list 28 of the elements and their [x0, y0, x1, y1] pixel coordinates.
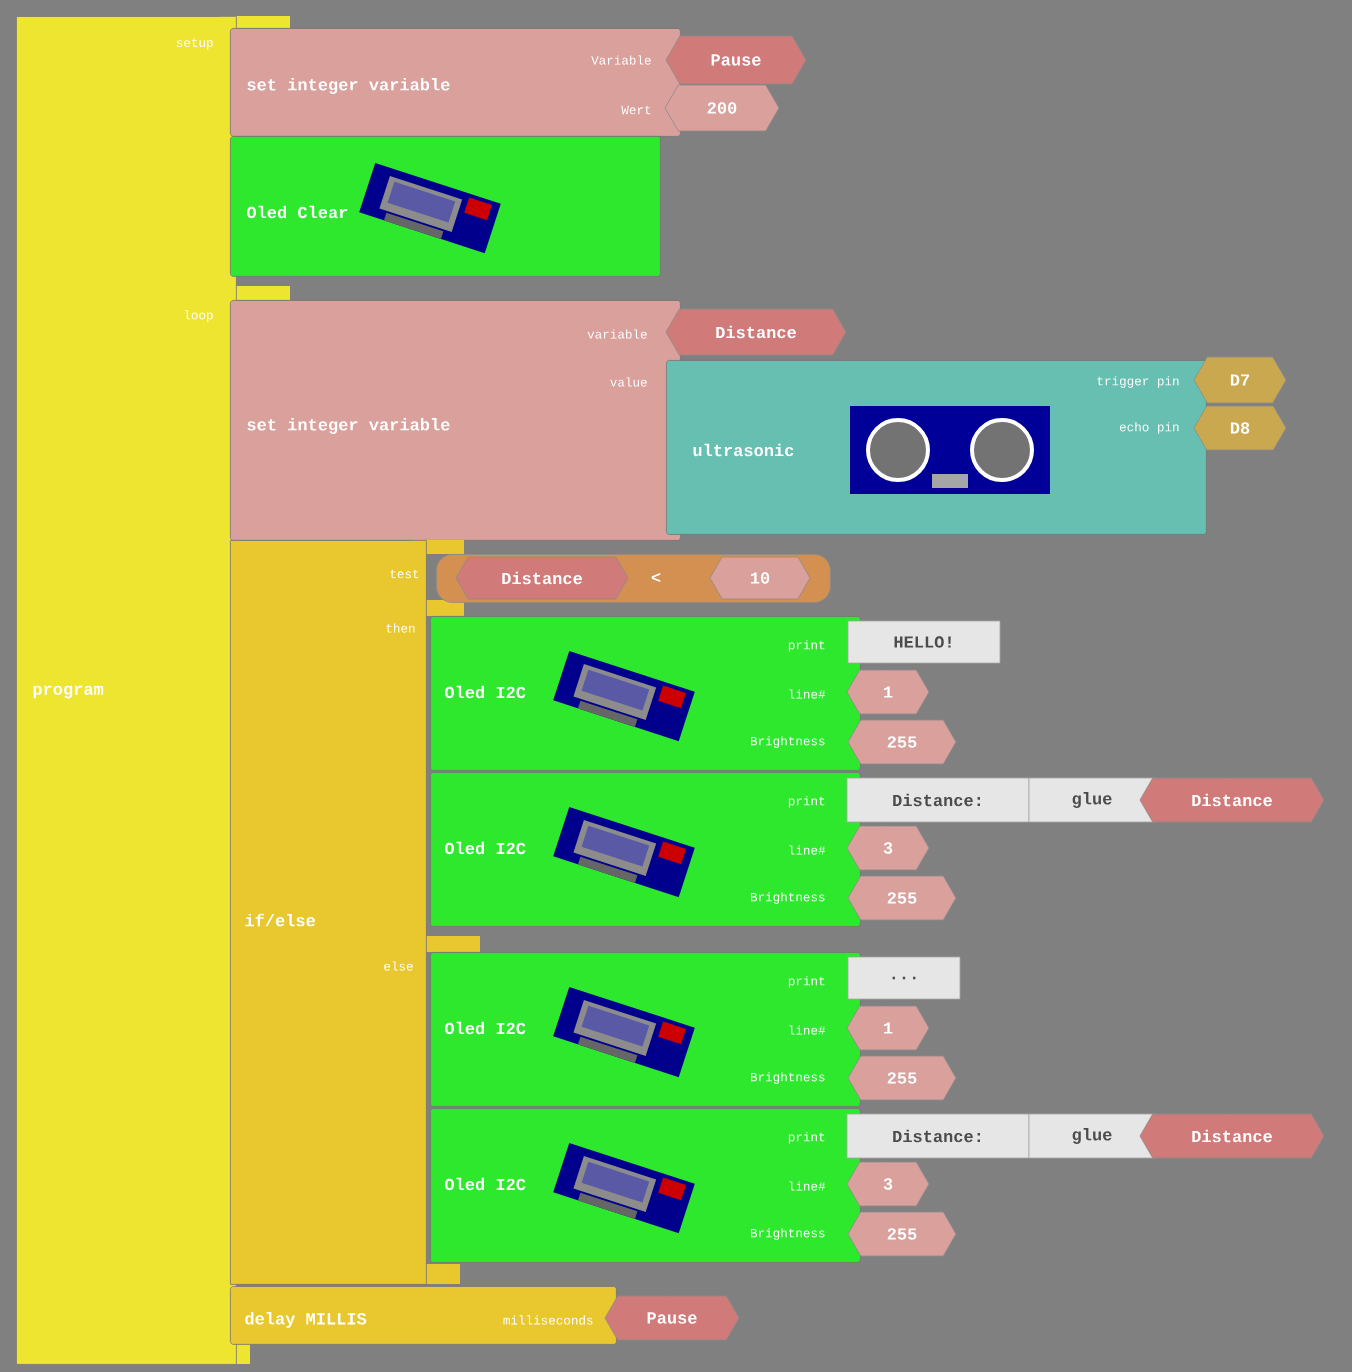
- value-block: Distance: [1139, 1113, 1325, 1159]
- block-label: set integer variable: [247, 78, 450, 94]
- value-block: 3: [846, 1161, 930, 1207]
- text-block: Distance:: [846, 1113, 1030, 1159]
- block-label: Oled I2C: [445, 685, 526, 699]
- block-label: delay MILLIS: [245, 1312, 367, 1328]
- value-block: D8: [1193, 405, 1287, 451]
- value-block: 1: [846, 1005, 930, 1051]
- value-block: 3: [846, 825, 930, 871]
- value-block: D7: [1193, 356, 1287, 404]
- value-block: Pause: [604, 1295, 740, 1341]
- block-label: Oled I2C: [445, 1021, 526, 1035]
- text-block: glue: [1028, 1113, 1156, 1159]
- block-label: ultrasonic: [693, 443, 794, 457]
- operator-label: <: [651, 572, 661, 583]
- value-block: Distance: [665, 308, 847, 356]
- text-block: Distance:: [846, 777, 1030, 823]
- text-block: ...: [847, 956, 961, 1000]
- value-block: Pause: [665, 35, 807, 85]
- value-block: Distance: [1139, 777, 1325, 823]
- block-label: set integer variable: [247, 418, 450, 434]
- text-block: glue: [1028, 777, 1156, 823]
- text-block: HELLO!: [847, 620, 1001, 664]
- block-label: Oled I2C: [445, 841, 526, 855]
- value-block: Distance: [455, 556, 629, 600]
- block-label: Oled I2C: [445, 1177, 526, 1191]
- value-block: 1: [846, 669, 930, 715]
- block-label: Oled Clear: [247, 205, 348, 219]
